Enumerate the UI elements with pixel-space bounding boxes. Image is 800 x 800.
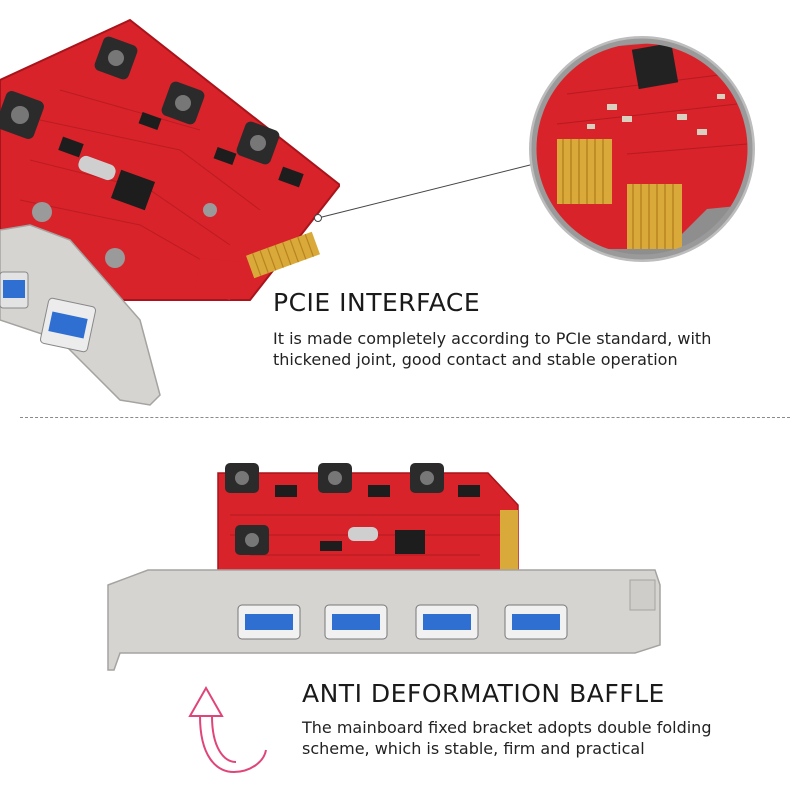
curved-up-arrow-icon <box>188 685 267 774</box>
pcie-card-angled-photo <box>0 18 340 406</box>
magnifier-leader-line <box>314 159 551 222</box>
section-divider <box>20 417 790 418</box>
magnifier-circle-icon <box>529 36 755 262</box>
section-description-pcie-interface: It is made completely according to PCIe … <box>273 329 712 369</box>
pcie-card-front-photo <box>107 463 661 671</box>
section-title-pcie-interface: PCIE INTERFACE <box>273 288 481 317</box>
section-description-anti-deformation-baffle: The mainboard fixed bracket adopts doubl… <box>302 718 712 758</box>
section-title-anti-deformation-baffle: ANTI DEFORMATION BAFFLE <box>302 679 665 708</box>
